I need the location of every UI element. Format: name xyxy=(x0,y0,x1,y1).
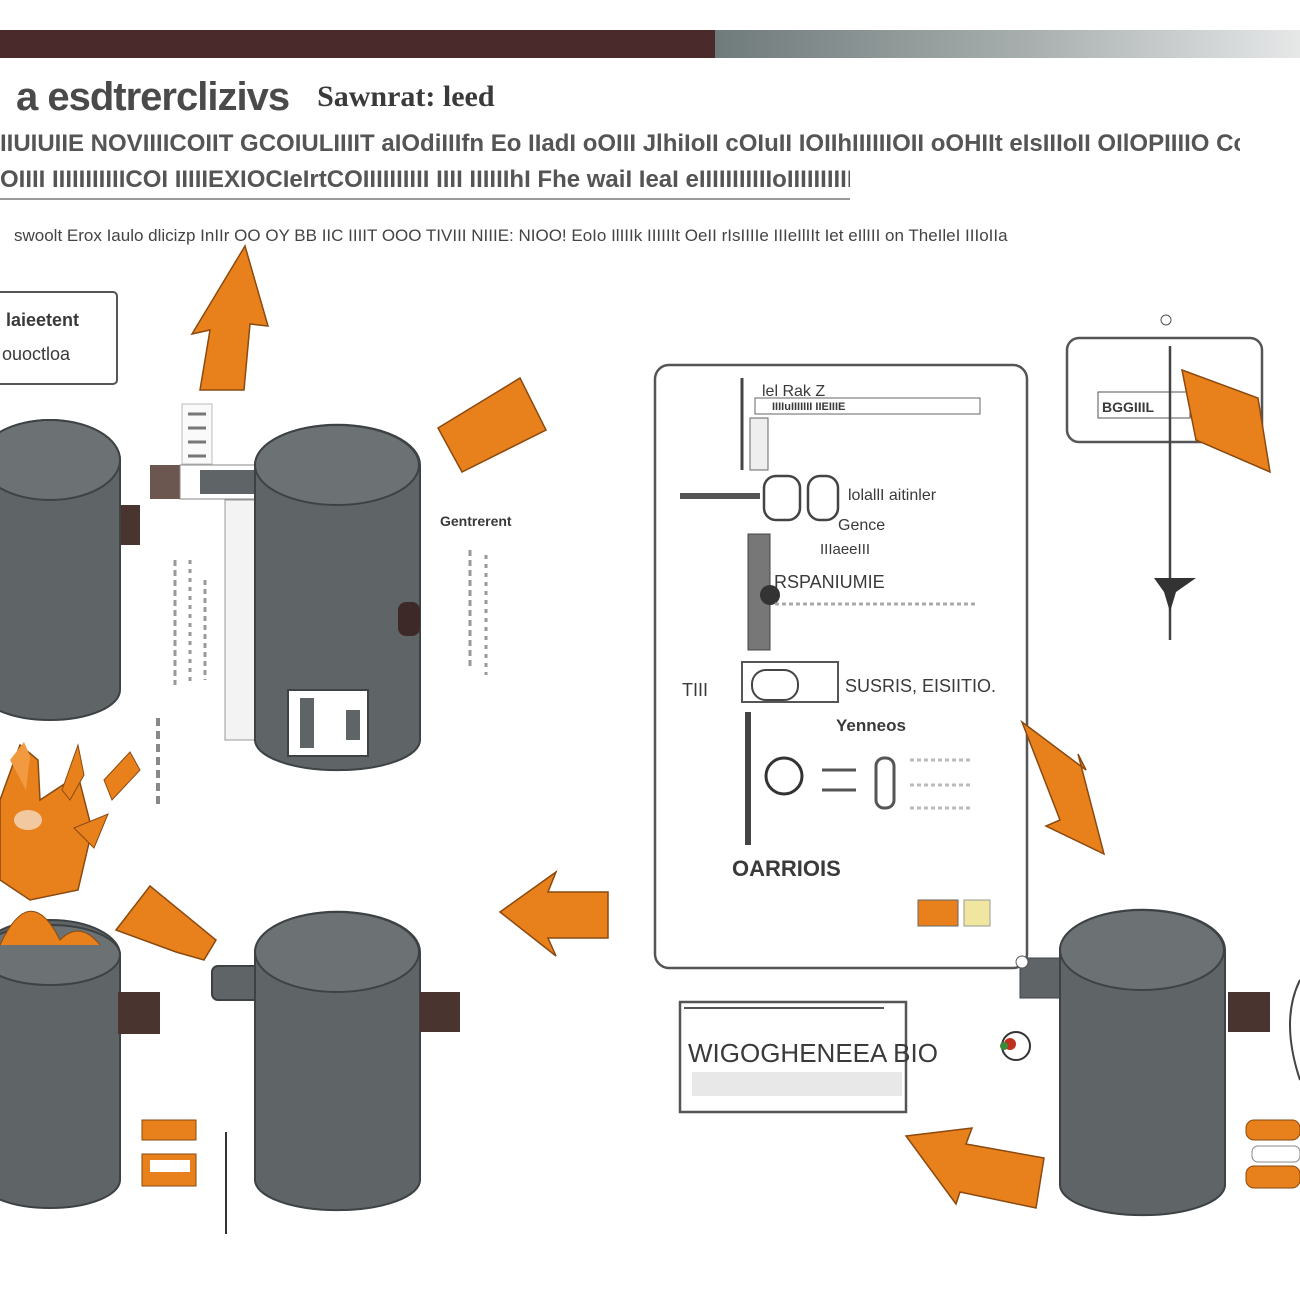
middle-label: Gentrerent xyxy=(440,513,512,529)
pipe-bottom-left xyxy=(118,992,160,1034)
top-banner xyxy=(0,30,1300,58)
indicator-probe xyxy=(1154,346,1196,640)
panel-row-6: RSPANIUMIE xyxy=(774,572,885,592)
arrow-right-flag-icon xyxy=(1181,368,1271,474)
panel-row-2: IIIIuIIIIIII IIEIIIE xyxy=(772,401,845,413)
vertical-label-stack-1 xyxy=(181,403,213,465)
bottom-box-label: WIGOGHENEEA BIO xyxy=(688,1038,938,1068)
subheading-line-1: IIUIUIIE NOVIIIICOIIT GCOIULIIIIT aIOdiI… xyxy=(0,130,1240,157)
right-box-label: BGGIIIL xyxy=(1102,399,1155,415)
legend-swatches xyxy=(141,1119,227,1234)
control-panel: lel Rak Z IIIIuIIIIIII IIEIIIE lolallI a… xyxy=(653,363,1029,970)
subheading: IIUIUIIE NOVIIIICOIIT GCOIULIIIIT aIOdiI… xyxy=(0,126,1240,200)
panel-row-9: TIII xyxy=(682,680,708,700)
banner-gradient-segment xyxy=(715,30,1300,58)
vertical-label-stack-2 xyxy=(173,560,207,685)
top-left-box-label-2: ouoctloa xyxy=(2,344,71,364)
flame-icon xyxy=(0,742,141,901)
arrow-up-icon xyxy=(190,244,270,391)
arrow-left-icon xyxy=(498,869,609,957)
arrow-diagonal-icon xyxy=(1020,719,1106,856)
arrow-lower-left-icon xyxy=(114,884,217,961)
page-subtitle: Sawnrat: leed xyxy=(317,80,495,113)
banner-dark-segment xyxy=(0,30,715,58)
tank-top-middle xyxy=(224,423,421,772)
panel-row-7: SUSRIS, EISIITIO. xyxy=(845,676,996,696)
panel-row-1: lel Rak Z xyxy=(762,383,825,400)
bottom-label-box: WIGOGHENEEA BIO xyxy=(678,1000,1031,1114)
subheading-line-2: OIIII IIIIIIIIIIICOI IIIIIEXIOCIeIrtCOII… xyxy=(0,162,850,200)
panel-footer: OARRIOIS xyxy=(732,856,841,881)
pipe-top xyxy=(110,464,261,545)
page-title: a esdtrerclizivs xyxy=(16,74,290,119)
tank-top-left xyxy=(0,419,121,721)
top-left-label-box: laieetent ouoctloa xyxy=(0,291,118,385)
panel-row-8: Yenneos xyxy=(836,716,906,735)
panel-row-3: lolallI aitinler xyxy=(848,487,937,504)
tank-bottom-right xyxy=(1015,908,1300,1217)
arrow-into-tank-icon xyxy=(904,1127,1045,1209)
tank-bottom-middle xyxy=(211,910,460,1212)
title-row: a esdtrerclizivs Sawnrat: leed xyxy=(16,74,495,120)
arrow-flag-icon xyxy=(436,376,548,473)
tank-bottom-left xyxy=(0,910,121,1209)
panel-row-4: Gence xyxy=(838,517,885,534)
vertical-label-stack-3 xyxy=(468,550,488,675)
caption-line: swoolt Erox Iaulo dlicizp InIIr OO OY BB… xyxy=(14,226,1008,245)
top-left-box-label-1: laieetent xyxy=(6,310,79,330)
panel-row-5: IIIaeeIII xyxy=(820,541,870,558)
flame-right-icon xyxy=(1245,1119,1300,1189)
